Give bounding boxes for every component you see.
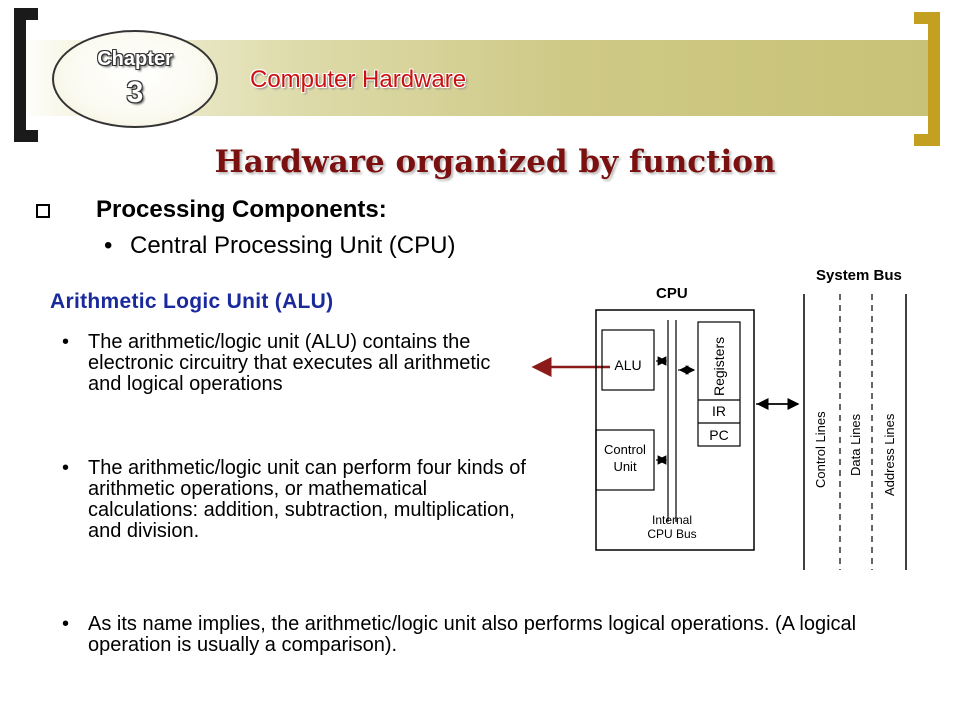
chapter-label: Chapter [97, 48, 173, 70]
cpu-system-bus-diagram: CPU System Bus ALU Control Unit Internal… [531, 267, 907, 570]
bullet-icon: • [62, 457, 70, 479]
bullet-paragraph-1: • The arithmetic/logic unit (ALU) contain… [62, 332, 528, 395]
chapter-badge [52, 30, 218, 128]
bullet-text: The arithmetic/logic unit (ALU) contains… [88, 331, 491, 395]
address-lines-label: Address Lines [882, 413, 897, 496]
right-bracket-decoration [914, 12, 940, 146]
bullet-text: The arithmetic/logic unit can perform fo… [88, 457, 526, 542]
bullet-icon: • [104, 232, 113, 259]
ir-label: IR [712, 403, 726, 419]
bullet-text: As its name implies, the arithmetic/logi… [88, 613, 857, 656]
registers-label: Registers [711, 337, 727, 396]
alu-label: ALU [614, 357, 641, 373]
bullet-icon: • [62, 613, 70, 635]
subsection-bullet: • Central Processing Unit (CPU) [104, 232, 455, 260]
chapter-number: 3 [126, 76, 144, 109]
internal-bus-label-1: Internal [652, 513, 692, 527]
control-unit-label-1: Control [604, 442, 646, 457]
bullet-paragraph-2: • The arithmetic/logic unit can perform f… [62, 458, 528, 542]
subsection-text: Central Processing Unit (CPU) [130, 232, 456, 259]
section-heading: Processing Components: [96, 196, 387, 223]
alu-box [601, 329, 655, 391]
bullet-paragraph-3: • As its name implies, the arithmetic/log… [62, 614, 908, 656]
header-title: Computer Hardware [250, 66, 467, 93]
data-lines-label: Data Lines [848, 413, 863, 476]
cpu-label: CPU [656, 285, 688, 302]
control-unit-box [595, 429, 655, 491]
left-bracket-decoration [14, 8, 38, 142]
control-unit-label-2: Unit [613, 459, 637, 474]
internal-bus-label-2: CPU Bus [647, 527, 696, 541]
checkbox-bullet-icon [36, 204, 50, 218]
system-bus-label: System Bus [816, 267, 902, 284]
slide-title: Hardware organized by function [214, 144, 776, 180]
registers-box [697, 321, 741, 447]
alu-heading: Arithmetic Logic Unit (ALU) [50, 290, 334, 313]
control-lines-label: Control Lines [813, 411, 828, 488]
pc-label: PC [709, 427, 728, 443]
bullet-icon: • [62, 331, 70, 353]
